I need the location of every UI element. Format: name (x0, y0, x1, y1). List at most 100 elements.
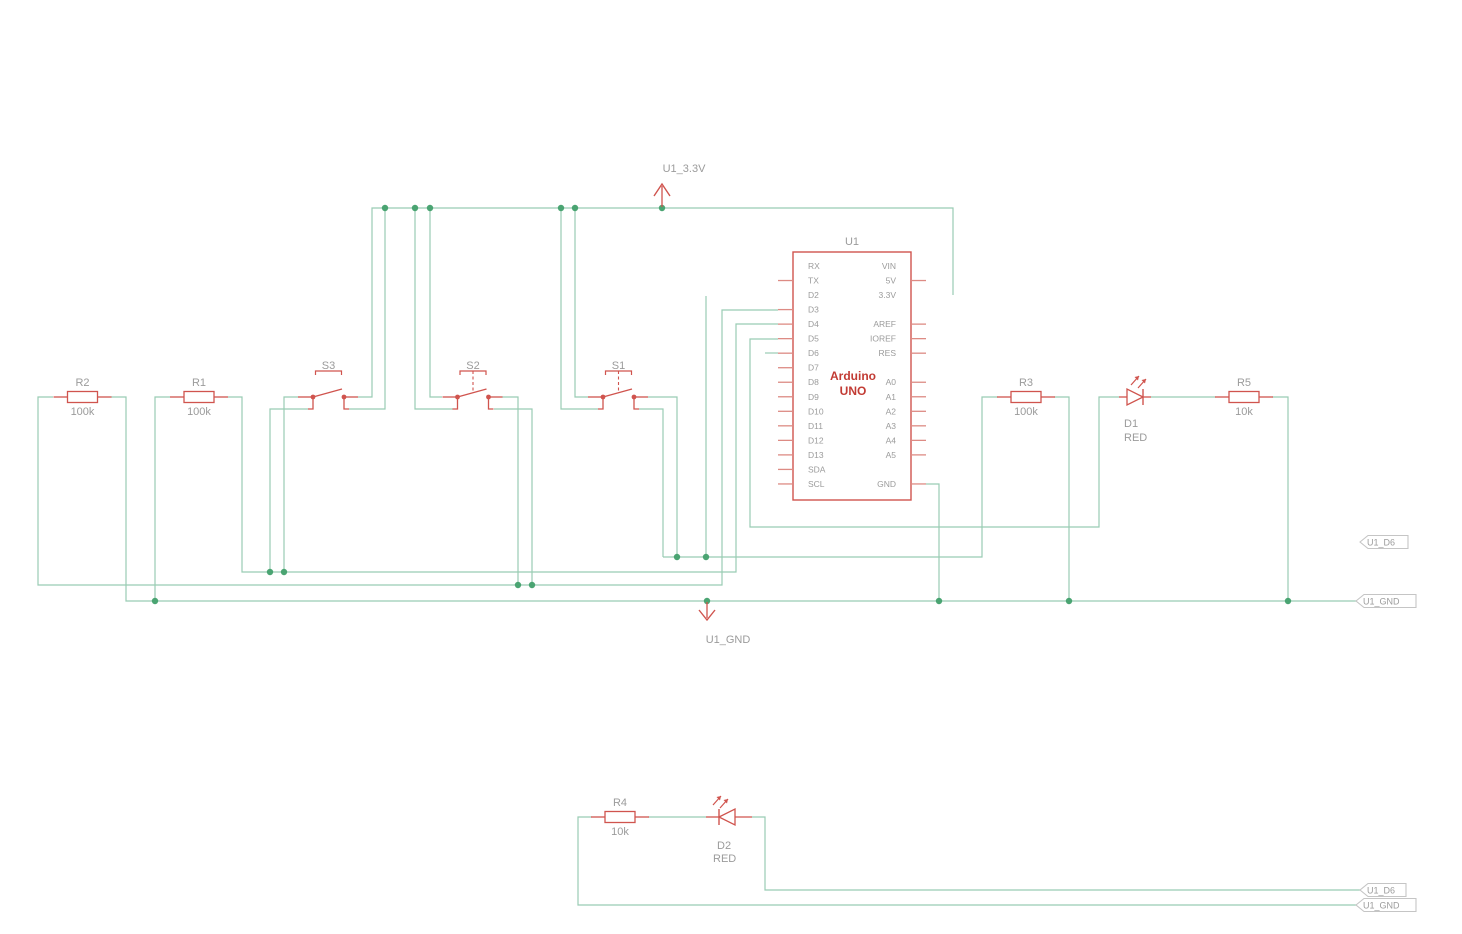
switch-lever[interactable] (457, 388, 487, 398)
pin-label-D9: D9 (808, 392, 819, 402)
wire-s3-hook-3v3[interactable] (349, 208, 386, 410)
switch-contact-left (310, 394, 316, 400)
resistor-R2[interactable]: R2 100k (53, 377, 112, 418)
net-flag-label: U1_D6 (1367, 538, 1395, 548)
wire-3v3-rail[interactable] (358, 207, 954, 398)
resistor-body[interactable] (604, 810, 636, 824)
pin-label-D2: D2 (808, 290, 819, 300)
switch-hook-left (598, 399, 604, 410)
resistor-body[interactable] (1228, 390, 1260, 404)
net-flag-u1-d6-right[interactable]: U1_D6 (1359, 534, 1409, 550)
wire-d4-net[interactable] (228, 323, 778, 573)
net-flag-shape[interactable] (1359, 882, 1407, 898)
wire-s2-term-d3[interactable] (502, 396, 519, 585)
led-value-label: RED (713, 853, 736, 865)
switch-contact-right (486, 394, 491, 400)
wire-s1-term-d2[interactable] (648, 396, 678, 557)
wire-d2-net[interactable] (663, 396, 998, 558)
resistor-body[interactable] (1010, 390, 1042, 404)
wire-s3-hook-d4[interactable] (269, 408, 308, 572)
led-value-label: RED (1124, 432, 1147, 444)
switch-hook-left (308, 399, 314, 410)
wire-chip-gnd[interactable] (926, 483, 940, 601)
resistor-value-label: 100k (71, 406, 95, 418)
led-arrow-head (1134, 376, 1139, 381)
wire-s1-term-3v3[interactable] (574, 208, 588, 398)
chip-u1[interactable]: U1ArduinoUNORXTXD2D3D4D5D6D7D8D9D10D11D1… (778, 236, 926, 501)
pin-label-RES: RES (879, 348, 897, 358)
net-flag-shape[interactable] (1355, 897, 1417, 913)
junction-dot (381, 204, 389, 212)
pin-label-3.3V: 3.3V (879, 290, 897, 300)
wire-bottom-gnd[interactable] (577, 816, 1358, 906)
switch-lever[interactable] (602, 388, 633, 398)
pin-label-SCL: SCL (808, 479, 825, 489)
pin-label-D12: D12 (808, 435, 824, 445)
switch-ref-label: S2 (466, 360, 479, 372)
net-flag-u1-gnd-bottom[interactable]: U1_GND (1355, 897, 1417, 913)
wire-d5-net[interactable] (749, 338, 1119, 528)
pin-label-A4: A4 (886, 435, 897, 445)
pin-label-GND: GND (877, 479, 896, 489)
wire-s3-term-d4[interactable] (283, 396, 298, 572)
junction-dot (1284, 597, 1292, 605)
pin-label-D11: D11 (808, 421, 823, 431)
switch-S2[interactable]: S2 (442, 360, 503, 410)
net-flag-shape[interactable] (1359, 534, 1409, 550)
wire-r3-gnd[interactable] (1054, 396, 1070, 601)
wire-s2-hook-d3[interactable] (494, 408, 533, 585)
pin-label-D13: D13 (808, 450, 824, 460)
wire-d3-net[interactable] (37, 309, 778, 586)
junction-dot (673, 553, 681, 561)
pin-label-AREF: AREF (873, 319, 896, 329)
junction-dot (1065, 597, 1073, 605)
pin-label-A3: A3 (886, 421, 897, 431)
net-flag-label: U1_GND (1363, 597, 1400, 607)
led-triangle[interactable] (1126, 387, 1145, 407)
power-flag-gnd[interactable]: U1_GND (698, 602, 750, 646)
wire-bottom-d6[interactable] (752, 816, 1360, 891)
net-flag-u1-d6-bottom[interactable]: U1_D6 (1359, 882, 1407, 898)
junction-dot (658, 204, 666, 212)
switch-lever[interactable] (312, 388, 343, 398)
resistor-ref-label: R2 (75, 377, 89, 389)
pin-label-D7: D7 (808, 363, 819, 373)
resistor-body[interactable] (183, 390, 215, 404)
junction-dot (528, 581, 536, 589)
junction-dot (557, 204, 565, 212)
wire-s1-hook-3v3[interactable] (560, 208, 598, 410)
net-flag-u1-gnd-right[interactable]: U1_GND (1355, 593, 1417, 609)
wire-r1-gnd[interactable] (154, 396, 170, 601)
led-arrow-head (1141, 379, 1146, 384)
switch-S3[interactable]: S3 (298, 360, 358, 410)
led-triangle[interactable] (717, 807, 736, 827)
pin-label-A1: A1 (886, 392, 897, 402)
chip-name-line2: UNO (840, 384, 867, 398)
pin-label-D5: D5 (808, 334, 819, 344)
wire-s1-hook-d2[interactable] (639, 408, 664, 557)
junction-dot (935, 597, 943, 605)
power-flag-3v3[interactable]: U1_3.3V (653, 163, 706, 207)
wire-r5-gnd[interactable] (1272, 396, 1289, 601)
resistor-ref-label: R5 (1237, 377, 1251, 389)
switch-contact-left (600, 394, 606, 400)
switch-ref-label: S3 (322, 360, 335, 372)
switch-S1[interactable]: S1 (588, 360, 648, 410)
chip-body[interactable] (792, 251, 912, 501)
wire-s2-term-3v3[interactable] (429, 208, 442, 398)
wire-s2-hook-3v3[interactable] (414, 208, 453, 410)
net-flag-shape[interactable] (1355, 593, 1417, 609)
switch-contact-right (341, 394, 347, 400)
resistor-body[interactable] (66, 390, 99, 404)
pin-label-RX: RX (808, 261, 820, 271)
pin-label-D6: D6 (808, 348, 819, 358)
wire-gnd-bus[interactable] (111, 396, 1360, 602)
